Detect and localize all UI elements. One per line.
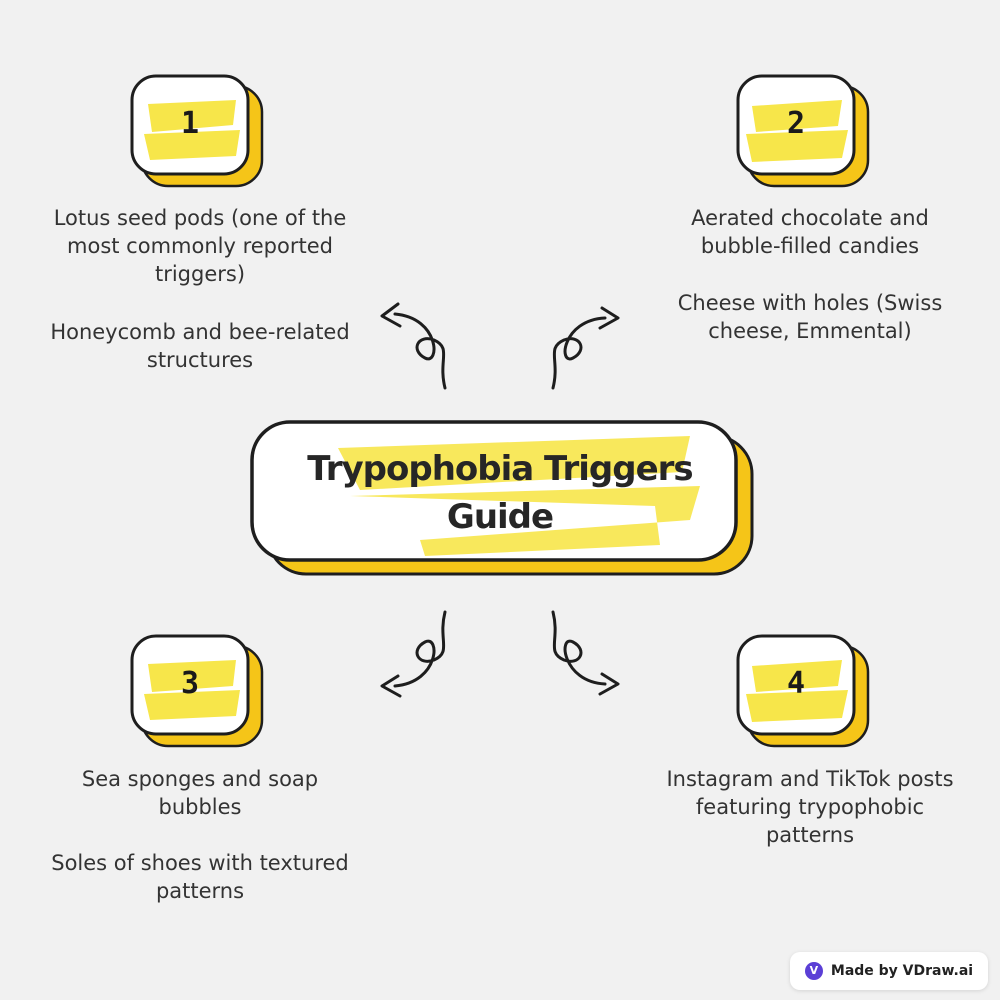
connector-arrow-1 [380, 302, 447, 390]
node-1-item-1: Lotus seed pods (one of the most commonl… [53, 206, 347, 286]
diagram-title: Trypophobia Triggers Guide [255, 438, 745, 548]
node-4-number: 4 [786, 666, 806, 701]
watermark-text: Made by VDraw.ai [830, 963, 974, 979]
node-2-item-2: Cheese with holes (Swiss cheese, Emmenta… [677, 291, 943, 343]
vdraw-logo-icon: V [804, 962, 823, 980]
node-2-number: 2 [786, 106, 806, 141]
node-1-item-2: Honeycomb and bee-related structures [50, 320, 350, 372]
node-1-number: 1 [180, 106, 200, 141]
connector-arrow-4 [551, 610, 620, 696]
node-3-item-1: Sea sponges and soap bubbles [81, 767, 319, 819]
title-line-1: Trypophobia Triggers [307, 449, 693, 489]
title-line-2: Guide [446, 497, 554, 537]
node-3-number: 3 [180, 666, 200, 701]
node-3-badge [130, 634, 264, 748]
node-4-badge [736, 634, 870, 748]
node-3-item-2: Soles of shoes with textured patterns [51, 851, 349, 903]
vdraw-watermark[interactable]: V Made by VDraw.ai [790, 952, 988, 990]
node-1-badge [130, 74, 264, 188]
connector-arrow-3 [380, 610, 447, 698]
node-2-item-1: Aerated chocolate and bubble-filled cand… [691, 206, 929, 258]
node-2-badge [736, 74, 870, 188]
connector-arrow-2 [551, 306, 620, 390]
title-box [250, 420, 754, 576]
node-4-item-1: Instagram and TikTok posts featuring try… [666, 767, 954, 847]
